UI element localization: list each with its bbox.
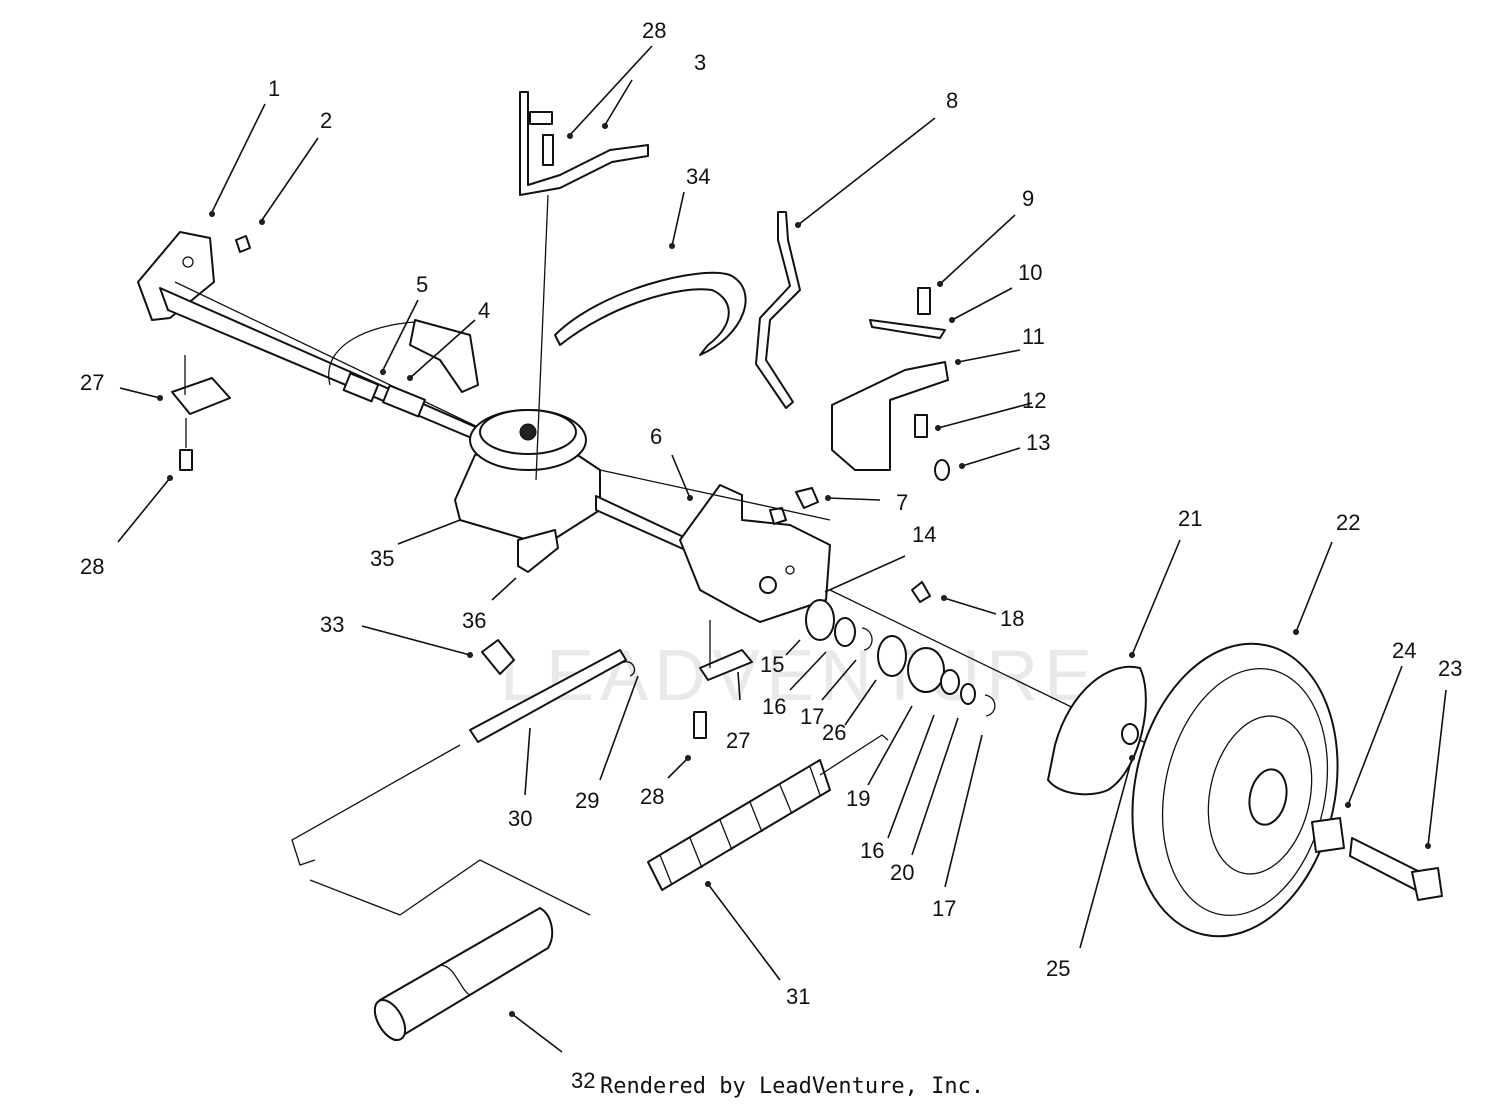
- callout-numbers: 1 2 3 4 5 6 7 8 9 10 11 12 13 14 15 16 1…: [80, 18, 1462, 1093]
- callout-6: 6: [650, 424, 662, 449]
- part-bearings: [342, 372, 426, 418]
- callout-34: 34: [686, 164, 710, 189]
- callout-7: 7: [896, 490, 908, 515]
- callout-18: 18: [1000, 606, 1024, 631]
- callout-4: 4: [478, 298, 490, 323]
- callout-17: 17: [932, 896, 956, 921]
- callout-1: 1: [268, 76, 280, 101]
- callout-28: 28: [80, 554, 104, 579]
- callout-17: 17: [800, 704, 824, 729]
- part-belt-34: [554, 271, 747, 356]
- part-handle-wire: [291, 744, 591, 916]
- leader-dots: [157, 123, 1431, 1017]
- callout-25: 25: [1046, 956, 1070, 981]
- callout-11: 11: [1022, 324, 1045, 349]
- callout-21: 21: [1178, 506, 1202, 531]
- callout-16: 16: [762, 694, 786, 719]
- callout-23: 23: [1438, 656, 1462, 681]
- callout-28: 28: [640, 784, 664, 809]
- part-screw-28-left: [179, 418, 193, 471]
- part-housing-plate: [679, 484, 831, 623]
- part-screw-28-right: [693, 711, 707, 739]
- part-belt-left: [328, 321, 416, 386]
- callout-30: 30: [508, 806, 532, 831]
- part-bolt-2: [235, 235, 251, 253]
- callout-33: 33: [320, 612, 344, 637]
- part-shift-rod-30: [469, 649, 627, 743]
- callout-12: 12: [1022, 388, 1046, 413]
- part-bracket-27-right: [699, 649, 753, 681]
- callout-35: 35: [370, 546, 394, 571]
- callout-15: 15: [760, 652, 784, 677]
- callout-29: 29: [575, 788, 599, 813]
- callout-16: 16: [860, 838, 884, 863]
- callout-26: 26: [822, 720, 846, 745]
- part-bracket-upper: [409, 319, 479, 393]
- part-wheel: [1131, 642, 1339, 938]
- callout-13: 13: [1026, 430, 1050, 455]
- part-bracket-27-left: [171, 377, 231, 415]
- callout-32: 32: [571, 1068, 595, 1093]
- part-shift-lever: [519, 91, 649, 481]
- callout-24: 24: [1392, 638, 1416, 663]
- callout-20: 20: [890, 860, 914, 885]
- callout-19: 19: [846, 786, 870, 811]
- callout-10: 10: [1018, 260, 1042, 285]
- callout-5: 5: [416, 272, 428, 297]
- callout-3: 3: [694, 50, 706, 75]
- part-clip-33: [481, 639, 515, 675]
- part-grip: [373, 907, 554, 1041]
- parts-illustration: [137, 91, 1443, 1041]
- part-washers-gears: [805, 599, 996, 717]
- footer-credit: Rendered by LeadVenture, Inc.: [600, 1074, 985, 1099]
- callout-2: 2: [320, 108, 332, 133]
- callout-27: 27: [80, 370, 104, 395]
- callout-8: 8: [946, 88, 958, 113]
- part-bracket-assembly: [831, 287, 950, 481]
- part-gearbox: [454, 409, 691, 573]
- callout-27: 27: [726, 728, 750, 753]
- part-wheel-cover: [1047, 665, 1147, 796]
- callout-28: 28: [642, 18, 666, 43]
- callout-22: 22: [1336, 510, 1360, 535]
- callout-36: 36: [462, 608, 486, 633]
- part-key-18: [911, 581, 931, 603]
- callout-14: 14: [912, 522, 936, 547]
- part-spring: [647, 734, 889, 891]
- part-control-rod: [755, 211, 801, 409]
- part-spacer-and-bolt: [1311, 817, 1443, 901]
- callout-31: 31: [786, 984, 810, 1009]
- leader-lines: [117, 45, 1447, 1053]
- callout-9: 9: [1022, 186, 1034, 211]
